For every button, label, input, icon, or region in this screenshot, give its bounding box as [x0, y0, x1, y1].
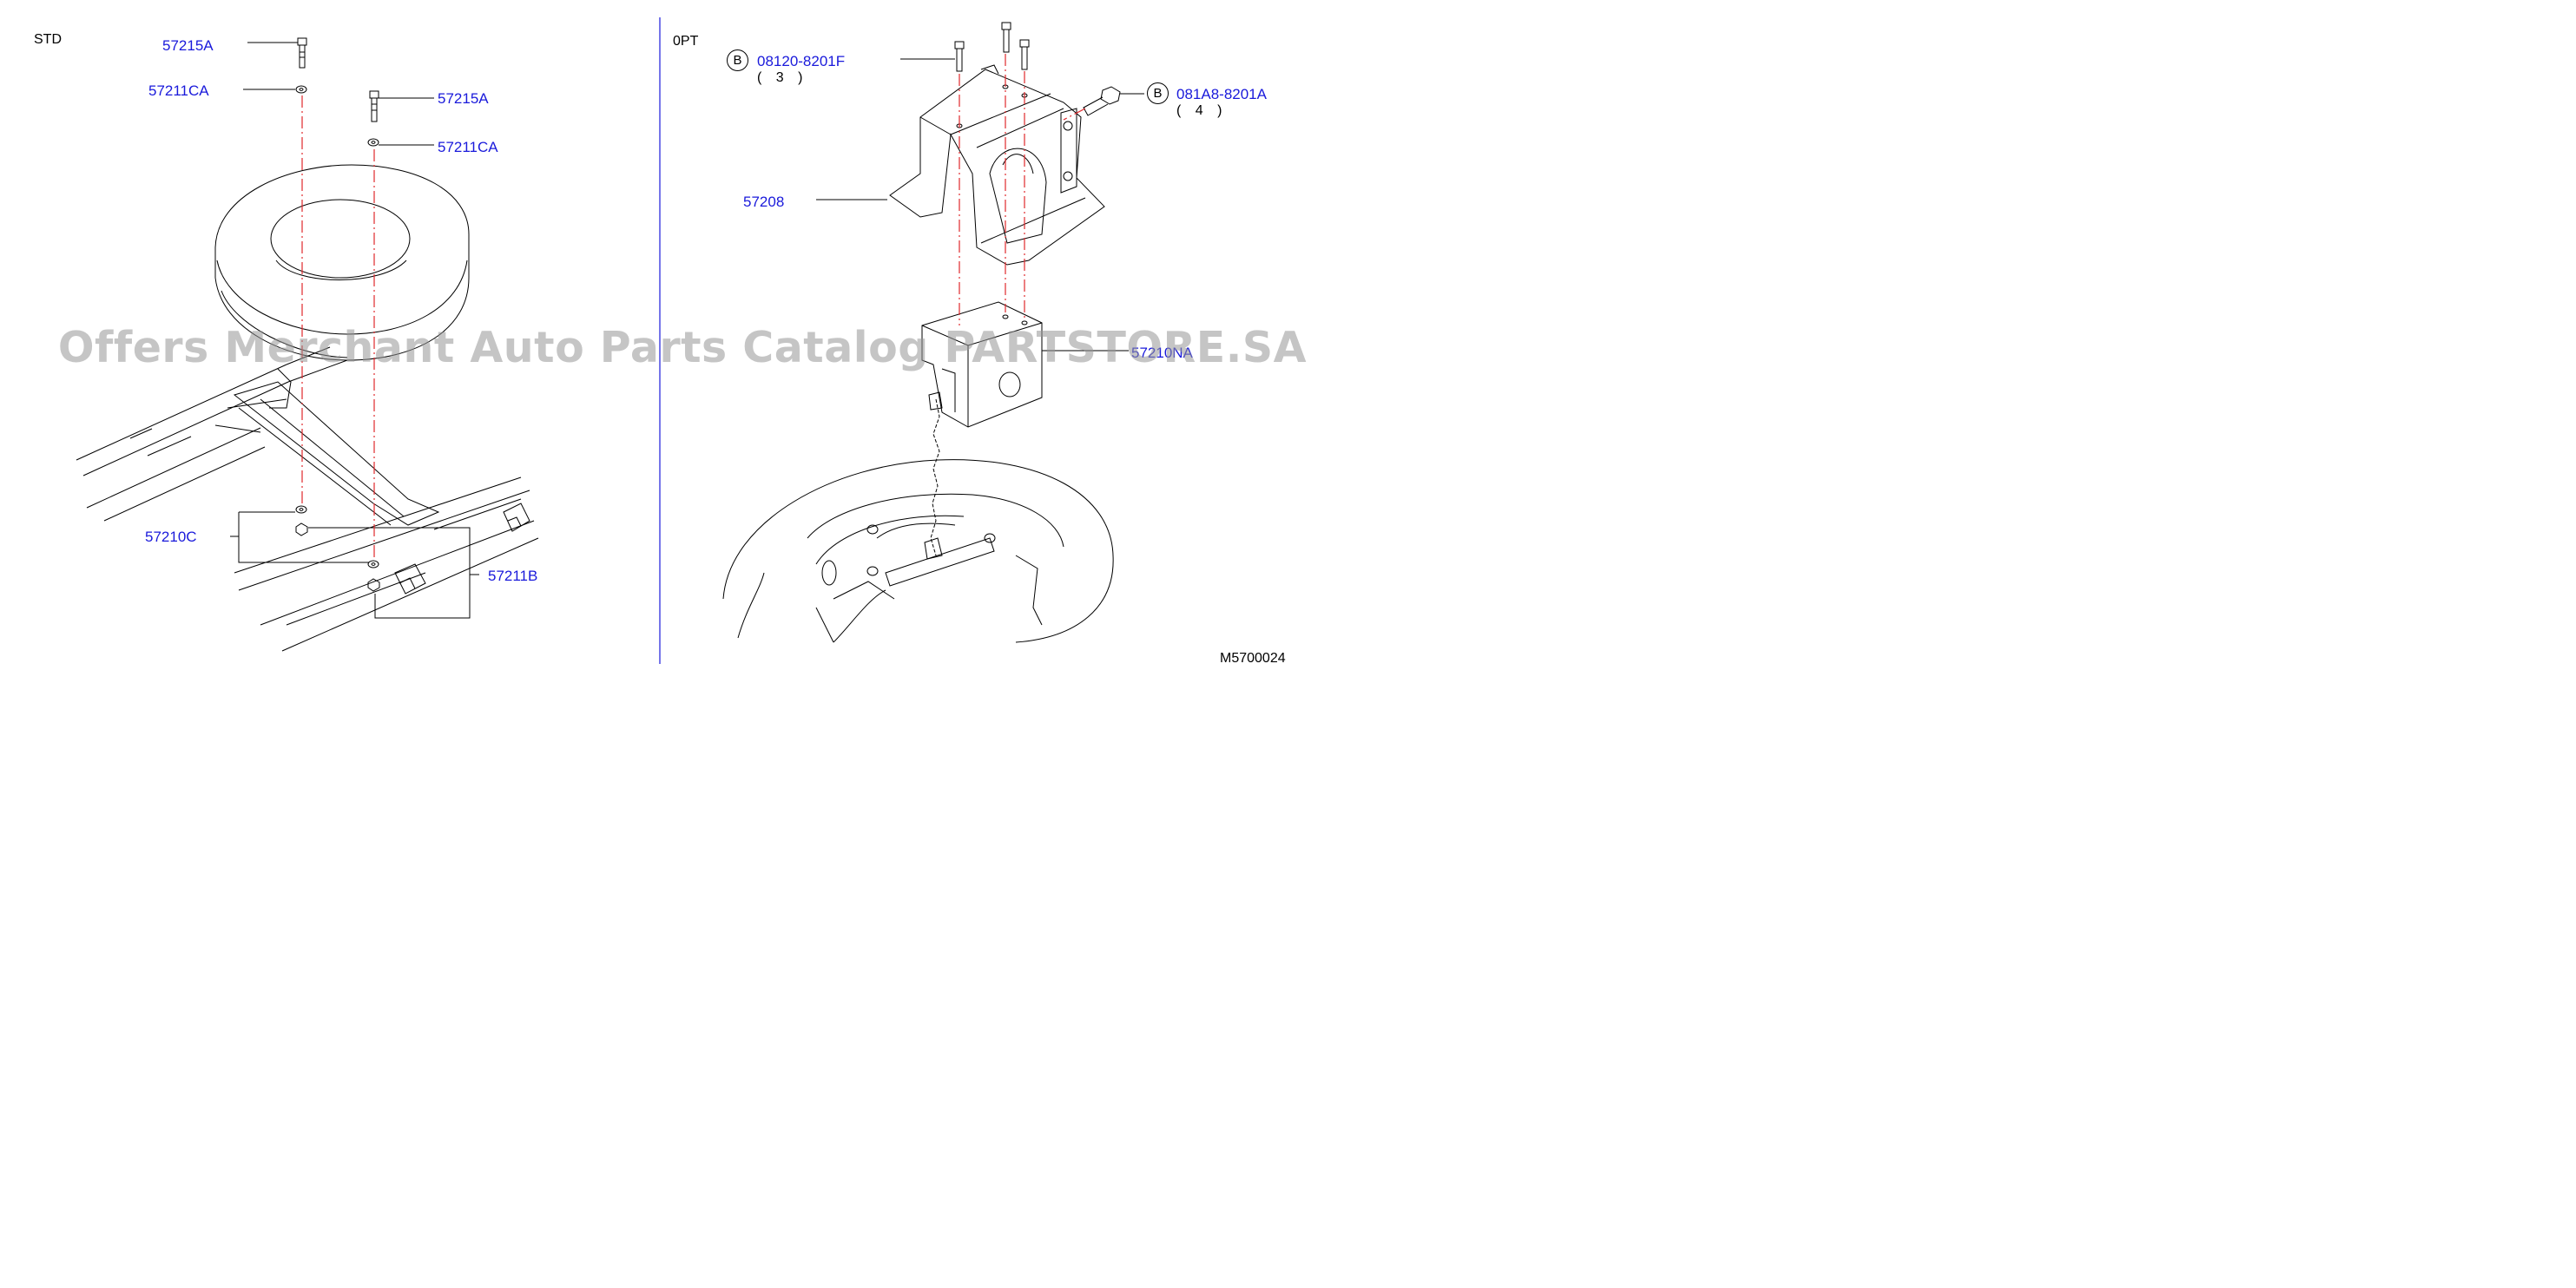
centre-lines — [301, 54, 1086, 560]
bracket-57208 — [889, 64, 1105, 266]
bolt-081a8 — [1083, 86, 1121, 116]
washer-mid — [367, 138, 379, 147]
panel-title-opt: 0PT — [673, 34, 699, 49]
callout-57215a-mid[interactable]: 57215A — [438, 90, 489, 107]
chain — [930, 398, 940, 556]
callout-57215a-top[interactable]: 57215A — [162, 37, 214, 54]
diagram-code: M5700024 — [1220, 651, 1286, 666]
nut-left — [295, 522, 308, 536]
callout-57211ca-mid[interactable]: 57211CA — [438, 139, 498, 155]
parts-diagram: STD 0PT 57215A 57211CA 57215A 57211CA 57… — [0, 0, 1342, 671]
bolt-08120-b — [1001, 22, 1011, 53]
callout-57210na[interactable]: 57210NA — [1131, 345, 1193, 361]
panel-title-std: STD — [34, 32, 62, 47]
callout-081a8-8201a[interactable]: 081A8-8201A — [1176, 86, 1267, 102]
qty-08120: ( 3 ) — [757, 70, 808, 85]
watermark: Offers Merchant Auto Parts Catalog PARTS… — [57, 323, 1308, 372]
bolt-08120-a — [954, 41, 965, 72]
nut-right — [367, 578, 380, 592]
qty-081a8: ( 4 ) — [1176, 103, 1228, 118]
winch-block — [921, 301, 1043, 428]
badge-b-081a8: B — [1147, 82, 1169, 104]
callout-57208[interactable]: 57208 — [743, 194, 785, 210]
spare-wheel — [722, 459, 1114, 643]
badge-b-08120: B — [727, 49, 748, 71]
bolt-08120-c — [1019, 39, 1030, 70]
callout-57211b[interactable]: 57211B — [488, 568, 538, 584]
bolt-57215a-top — [297, 37, 307, 69]
washer-top — [295, 85, 307, 94]
callout-57210c[interactable]: 57210C — [145, 529, 197, 545]
callout-08120-8201f[interactable]: 08120-8201F — [757, 53, 846, 69]
bolt-57215a-mid — [369, 90, 379, 122]
callout-57211ca-top[interactable]: 57211CA — [148, 82, 209, 99]
diagram-drawing — [76, 17, 1144, 664]
vehicle-frame — [76, 346, 539, 652]
